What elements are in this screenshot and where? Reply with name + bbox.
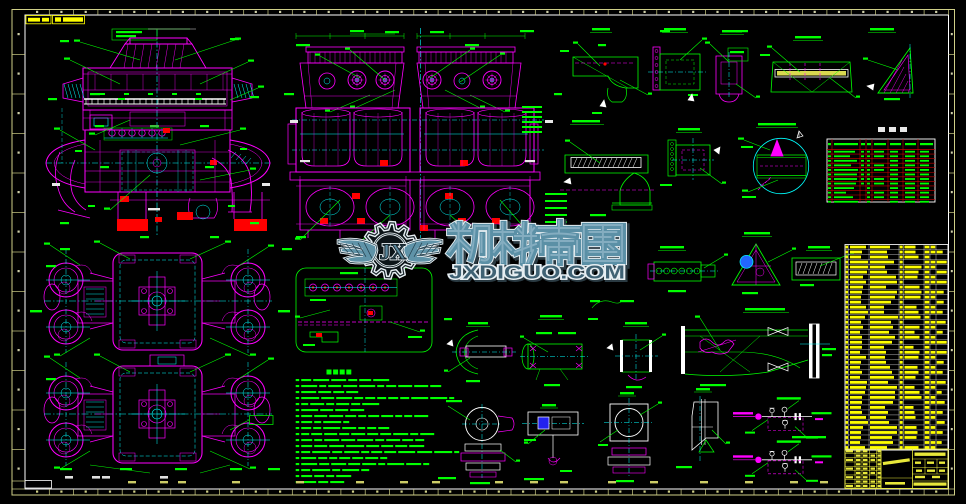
svg-text:JXDIGUO.COM: JXDIGUO.COM [449,263,625,283]
svg-text:JXDIGUO.COM: JXDIGUO.COM [449,263,625,283]
svg-text:JXDIGUO.COM: JXDIGUO.COM [451,264,627,284]
svg-text:JX: JX [380,239,407,264]
svg-text:JX: JX [380,239,407,264]
